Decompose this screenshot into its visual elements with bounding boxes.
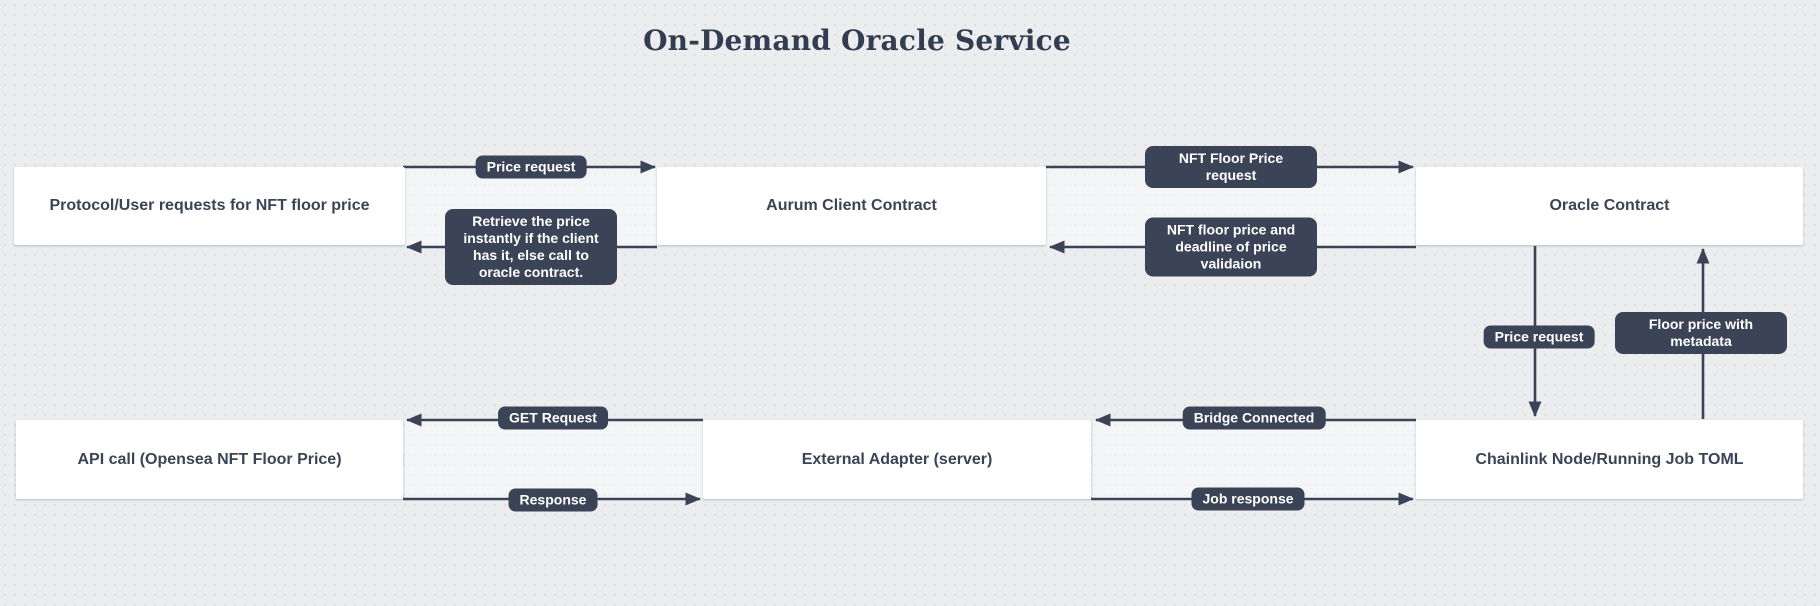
edge-label-get-request: GET Request (498, 406, 608, 430)
node-external-adapter: External Adapter (server) (703, 420, 1091, 499)
node-label: Chainlink Node/Running Job TOML (1475, 450, 1744, 468)
node-protocol-user-request: Protocol/User requests for NFT floor pri… (14, 167, 405, 245)
node-label: Protocol/User requests for NFT floor pri… (49, 197, 370, 214)
node-label: External Adapter (server) (801, 450, 993, 468)
edge-label-job-response: Job response (1191, 487, 1305, 511)
node-label: API call (Opensea NFT Floor Price) (77, 450, 342, 468)
edge-label-price-request: Price request (475, 155, 587, 179)
node-oracle-contract: Oracle Contract (1416, 167, 1803, 245)
connector-lane (1093, 421, 1416, 498)
edge-label-nft-floor-price-deadline: NFT floor price and deadline of price va… (1145, 217, 1317, 277)
node-label: Aurum Client Contract (766, 197, 937, 214)
edge-label-nft-floor-price-request: NFT Floor Price request (1145, 146, 1317, 188)
node-api-call: API call (Opensea NFT Floor Price) (16, 420, 403, 499)
edge-label-floor-price-metadata: Floor price with metadata (1615, 312, 1787, 354)
edge-label-price-request-vertical: Price request (1483, 325, 1595, 349)
edge-label-retrieve-price: Retrieve the price instantly if the clie… (445, 209, 617, 285)
edge-label-response: Response (508, 488, 598, 512)
diagram-title: On-Demand Oracle Service (643, 24, 1071, 57)
node-chainlink-node: Chainlink Node/Running Job TOML (1416, 420, 1803, 499)
edge-label-bridge-connected: Bridge Connected (1182, 406, 1326, 430)
node-label: Oracle Contract (1549, 197, 1670, 214)
connector-lane (405, 421, 703, 498)
node-aurum-client-contract: Aurum Client Contract (657, 167, 1046, 245)
